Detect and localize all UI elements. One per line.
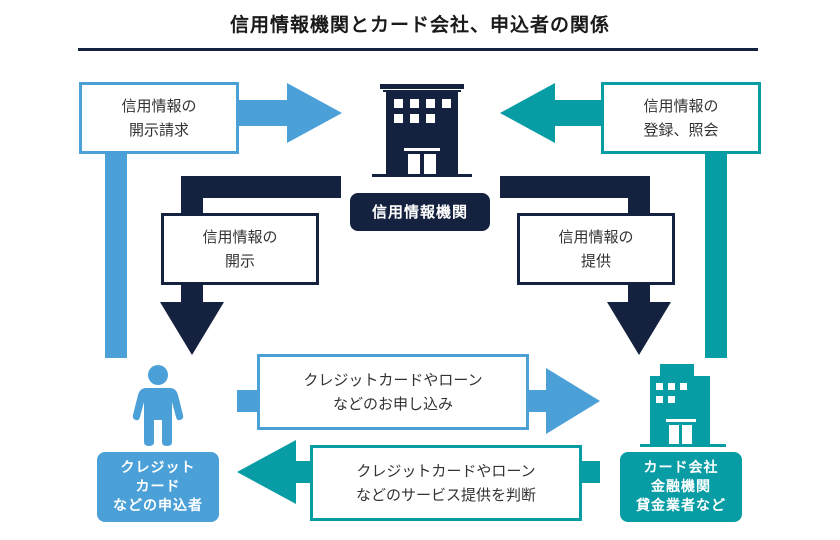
label-line: 登録、照会 (643, 121, 719, 139)
title-divider (78, 48, 758, 51)
node-label: 信用情報機関 (371, 202, 468, 221)
node-label-line: クレジット (120, 459, 196, 476)
disclosure-request-label: 信用情報の 開示請求 (79, 82, 239, 154)
label-line: 信用情報の (202, 228, 278, 246)
person-icon (132, 365, 184, 446)
label-line: 提供 (580, 252, 611, 270)
label-line: 開示請求 (128, 121, 189, 139)
provision-label: 信用情報の 提供 (517, 213, 675, 285)
disclosure-request-arrow (105, 83, 342, 358)
application-label: クレジットカードやローン などのお申し込み (257, 354, 529, 430)
node-label-line: カード (135, 478, 181, 495)
card-company-label: カード会社 金融機関 貸金業者など (620, 452, 742, 522)
service-decision-label: クレジットカードやローン などのサービス提供を判断 (310, 445, 582, 521)
node-label-line: 貸金業者など (636, 497, 726, 514)
registration-inquiry-label: 信用情報の 登録、照会 (601, 82, 761, 154)
disclosure-label: 信用情報の 開示 (161, 213, 319, 285)
node-label-line: 金融機関 (651, 478, 711, 495)
label-line: 信用情報の (558, 228, 634, 246)
label-line: クレジットカードやローン (303, 371, 483, 389)
node-label-line: カード会社 (643, 459, 719, 476)
applicant-label: クレジット カード などの申込者 (97, 452, 219, 522)
label-line: 信用情報の (121, 97, 197, 115)
office-building-icon (640, 364, 726, 447)
label-line: などのお申し込み (332, 395, 453, 413)
registration-inquiry-arrow (500, 83, 727, 358)
credit-bureau-label: 信用情報機関 (350, 193, 490, 231)
node-label-line: などの申込者 (113, 497, 203, 514)
page-title: 信用情報機関とカード会社、申込者の関係 (229, 14, 610, 36)
label-line: クレジットカードやローン (356, 462, 536, 480)
label-line: 開示 (224, 252, 255, 270)
label-line: などのサービス提供を判断 (355, 486, 536, 504)
label-line: 信用情報の (643, 97, 719, 115)
office-building-icon (372, 84, 472, 177)
